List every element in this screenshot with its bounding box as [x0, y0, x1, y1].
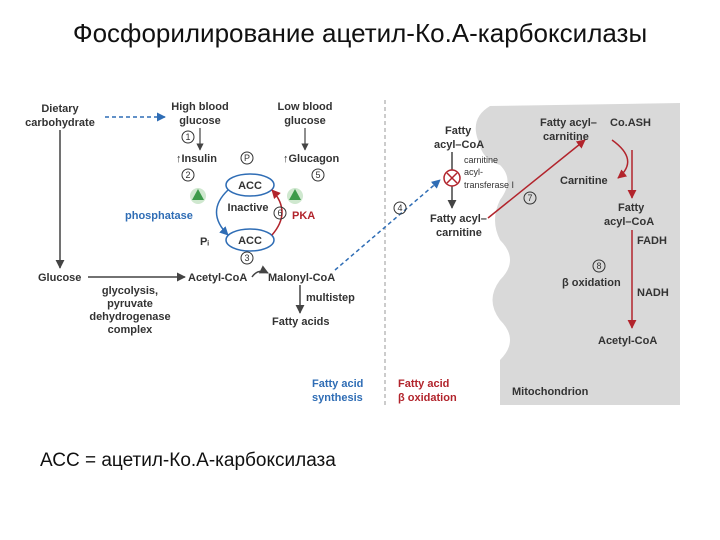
fac-right-label-2: carnitine [543, 131, 589, 143]
coash-label: Co.ASH [610, 117, 651, 129]
cat-label-3: transferase I [464, 180, 514, 190]
low-glucose-label-2: glucose [284, 115, 326, 127]
pka-label: PKA [292, 210, 315, 222]
step-7-label: 7 [527, 193, 532, 203]
fadh-label: FADH [637, 235, 667, 247]
cat-label-2: acyl- [464, 167, 483, 177]
mitochondrion-region [475, 103, 680, 405]
fa-synthesis-label-2: synthesis [312, 392, 363, 404]
low-glucose-label: Low blood [278, 101, 333, 113]
fa-oxidation-label-2: β oxidation [398, 392, 457, 404]
carnitine-label: Carnitine [560, 175, 608, 187]
fatty-acyl-coa-label-1: Fatty [445, 125, 472, 137]
pyruvate-label: pyruvate [107, 298, 153, 310]
acc-phosphorylated-ellipse [225, 173, 275, 197]
fa-synthesis-label-1: Fatty acid [312, 378, 363, 390]
fatty-acyl-carnitine-label-1: Fatty acyl– [430, 213, 487, 225]
slide-title: Фосфорилирование ацетил-Ко.А-карбоксилаз… [72, 18, 648, 48]
phosphatase-label: phosphatase [125, 210, 193, 222]
phosphate-p-label: P [244, 153, 250, 163]
acc-top-label: ACC [238, 180, 262, 192]
glucose-label: Glucose [38, 272, 81, 284]
nadh-label: NADH [637, 287, 669, 299]
beta-oxidation-label: β oxidation [562, 277, 621, 289]
step-6-label: 6 [277, 208, 282, 218]
high-glucose-label-2: glucose [179, 115, 221, 127]
step-4-label: 4 [397, 203, 402, 213]
multistep-label: multistep [306, 292, 355, 304]
dietary-label: Dietary [41, 103, 79, 115]
high-glucose-label: High blood [171, 101, 228, 113]
mitochondrion-label: Mitochondrion [512, 386, 589, 398]
step-8-label: 8 [596, 261, 601, 271]
acetyl-coa-label: Acetyl-CoA [188, 272, 247, 284]
glycolysis-label: glycolysis, [102, 285, 158, 297]
complex-label: complex [108, 324, 154, 336]
pi-label: Pᵢ [200, 236, 209, 248]
fac-right-label-1: Fatty acyl– [540, 117, 597, 129]
acc-bottom-label: ACC [238, 235, 262, 247]
dehydrogenase-label: dehydrogenase [89, 311, 170, 323]
cat-label-1: carnitine [464, 155, 498, 165]
acc-active-ellipse [225, 228, 275, 252]
fa-coa-mito-label-1: Fatty [618, 202, 645, 214]
step-5-label: 5 [315, 170, 320, 180]
fatty-acyl-carnitine-label-2: carnitine [436, 227, 482, 239]
fatty-acids-label: Fatty acids [272, 316, 329, 328]
malonyl-coa-label: Malonyl-CoA [268, 272, 335, 284]
fa-coa-mito-label-2: acyl–CoA [604, 216, 654, 228]
acetyl-coa-mito-label: Acetyl-CoA [598, 335, 657, 347]
inactive-label: Inactive [228, 202, 269, 214]
fatty-acyl-coa-label-2: acyl–CoA [434, 139, 484, 151]
step-3-label: 3 [244, 253, 249, 263]
glucagon-label: ↑Glucagon [283, 153, 340, 165]
carbohydrate-label-2: carbohydrate [25, 117, 95, 129]
fa-oxidation-label-1: Fatty acid [398, 378, 449, 390]
step-1-label: 1 [185, 132, 190, 142]
step-2-label: 2 [185, 170, 190, 180]
acc-footnote: АСС = ацетил-Ко.А-карбоксилаза [40, 450, 336, 471]
insulin-label: ↑Insulin [176, 153, 217, 165]
